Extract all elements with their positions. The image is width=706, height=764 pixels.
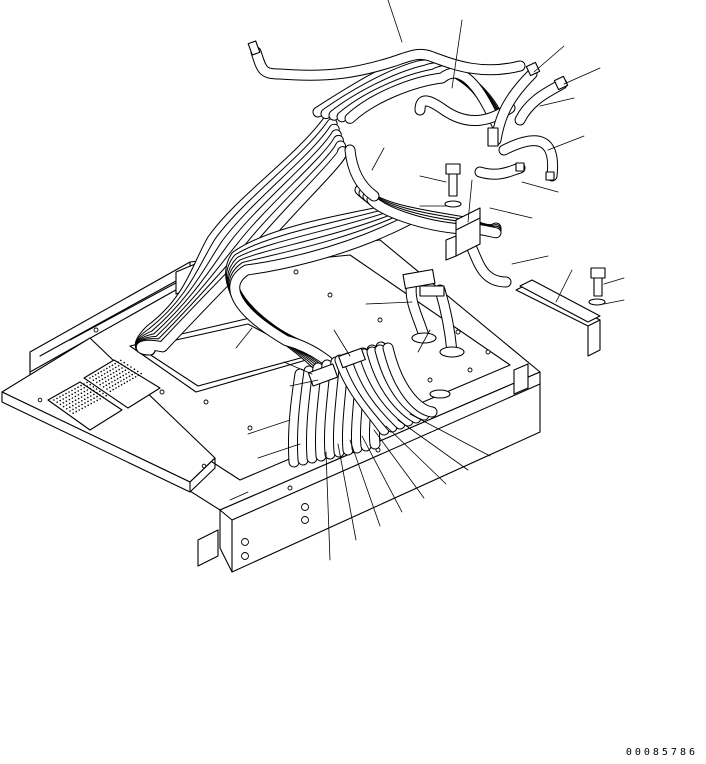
step-cover: [1, 337, 216, 493]
leader-lines: [229, 0, 625, 561]
floor-flanges: [402, 268, 465, 399]
bracket-right: [515, 267, 606, 357]
bracket-center: [444, 163, 481, 261]
drawing-number: 00085786: [625, 747, 698, 758]
